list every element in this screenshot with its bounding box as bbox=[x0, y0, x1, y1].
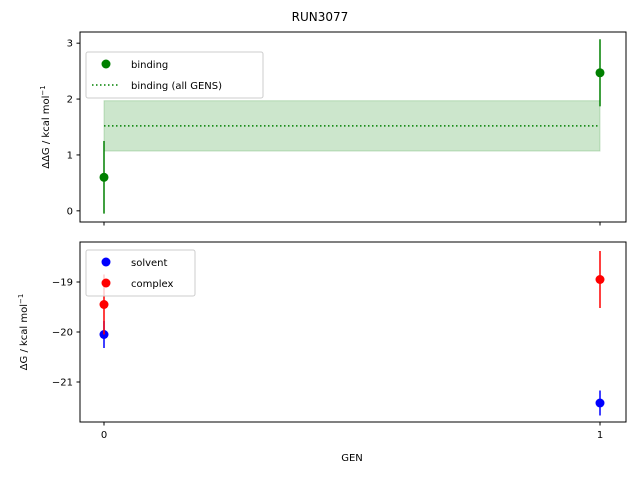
top-legend-box bbox=[85, 51, 264, 99]
data-point-solvent bbox=[595, 398, 605, 408]
y-tick-label: −19 bbox=[52, 278, 73, 289]
x-axis-label: GEN bbox=[341, 453, 363, 464]
y-tick-label: 0 bbox=[67, 206, 73, 217]
data-point-complex bbox=[595, 275, 605, 284]
x-tick-label: 0 bbox=[101, 430, 107, 441]
marks-layer bbox=[99, 251, 605, 416]
legend-label-complex: complex bbox=[131, 279, 173, 290]
marks-layer bbox=[99, 39, 605, 214]
legend-label-binding-all-gens: binding (all GENS) bbox=[131, 81, 222, 92]
y-tick-label: −20 bbox=[52, 328, 73, 339]
bottom-y-label: ΔG / kcal mol−1 bbox=[17, 294, 30, 371]
band-layer bbox=[103, 100, 601, 152]
x-tick-label: 1 bbox=[597, 430, 603, 441]
data-point-binding bbox=[595, 68, 605, 78]
bottom-axes-frame bbox=[79, 241, 627, 423]
top-panel: 0 1 2 3 ΔΔG / kcal mol−1 binding binding (a… bbox=[39, 31, 627, 226]
legend-label-binding: binding bbox=[131, 60, 168, 71]
top-y-label: ΔΔG / kcal mol−1 bbox=[39, 85, 52, 169]
top-axes-frame bbox=[79, 31, 627, 223]
bottom-legend: solvent complex bbox=[85, 249, 196, 297]
ticks-layer: −21 −20 −19 0 1 bbox=[52, 278, 603, 442]
ticks-layer: 0 1 2 3 bbox=[67, 39, 601, 226]
y-tick-label: 3 bbox=[67, 39, 73, 50]
y-tick-label: 1 bbox=[67, 150, 73, 161]
legend-label-solvent: solvent bbox=[131, 258, 168, 269]
legend-marker-complex bbox=[101, 278, 111, 288]
y-tick-label: 2 bbox=[67, 95, 73, 106]
bottom-legend-box bbox=[85, 249, 196, 297]
legend-marker-solvent bbox=[101, 257, 111, 267]
bottom-panel: −21 −20 −19 0 1 ΔG / kcal mol−1 solvent comp… bbox=[17, 241, 627, 464]
top-legend: binding binding (all GENS) bbox=[85, 51, 264, 99]
chart-title: RUN3077 bbox=[292, 10, 349, 24]
legend-marker-binding bbox=[101, 59, 111, 69]
y-tick-label: −21 bbox=[52, 378, 73, 389]
data-point-binding bbox=[99, 172, 109, 182]
data-point-complex bbox=[99, 300, 109, 309]
